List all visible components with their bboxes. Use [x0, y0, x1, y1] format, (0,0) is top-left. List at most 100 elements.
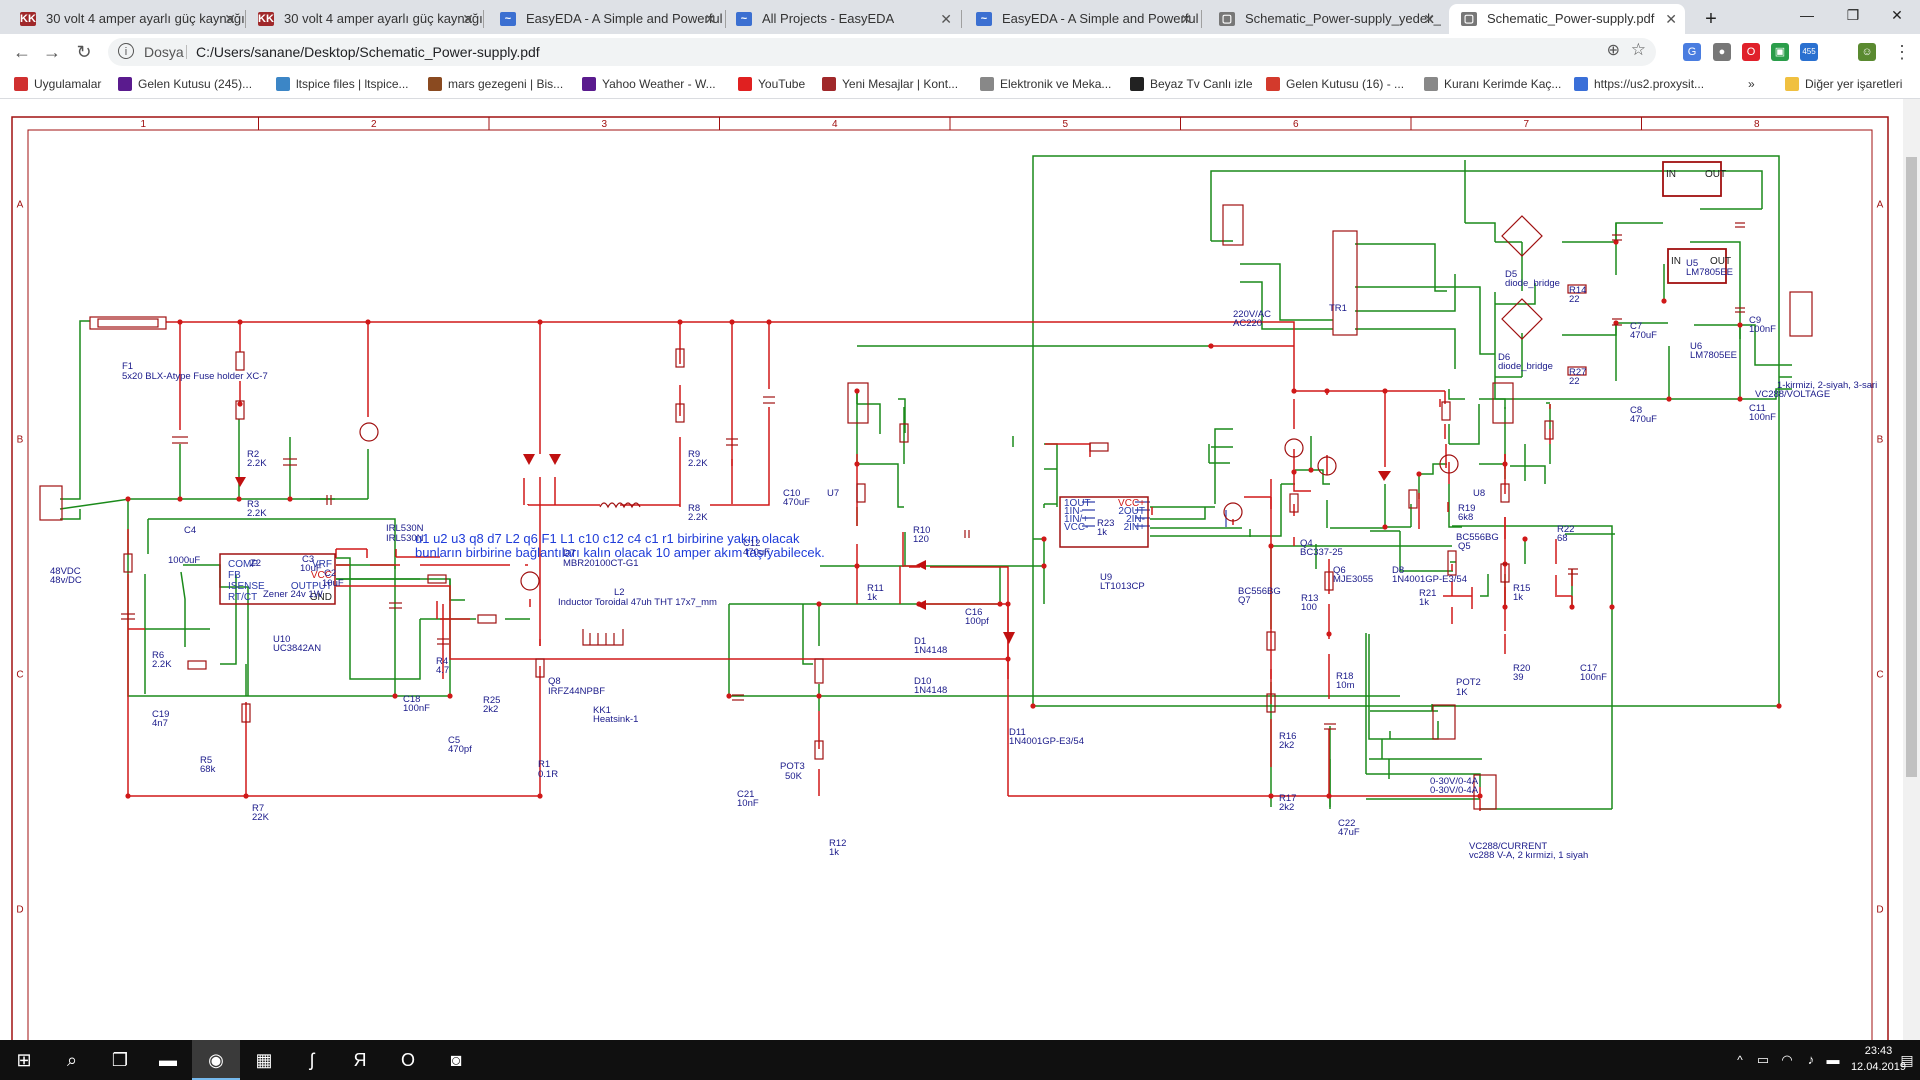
- start-icon[interactable]: ⊞: [16, 1050, 32, 1070]
- forward-button[interactable]: →: [43, 42, 61, 62]
- component-label: D7: [563, 548, 575, 559]
- new-tab-button[interactable]: +: [1705, 8, 1717, 30]
- col-label: 1: [140, 119, 146, 130]
- address-bar[interactable]: i Dosya C:/Users/sanane/Desktop/Schemati…: [108, 38, 1656, 66]
- picture-icon[interactable]: ▣: [1771, 43, 1789, 61]
- bookmark-item[interactable]: YouTube: [738, 70, 805, 98]
- component-label: 2k2: [1279, 802, 1294, 813]
- tab-close-icon[interactable]: ✕: [1665, 11, 1677, 27]
- bookmark-star-icon[interactable]: ☆: [1630, 40, 1646, 59]
- tab-7[interactable]: ▢Schematic_Power-supply.pdf✕: [1449, 4, 1685, 34]
- opera-icon[interactable]: O: [1742, 43, 1760, 61]
- maximize-button[interactable]: ❐: [1846, 7, 1860, 23]
- pin-label: RT/CT: [228, 592, 257, 603]
- tab-separator: [961, 10, 962, 28]
- translate-icon[interactable]: G: [1683, 43, 1701, 61]
- component-label: 0-30V/0-4A: [1430, 785, 1479, 796]
- clock[interactable]: 23:43 12.04.2019: [1851, 1043, 1906, 1075]
- back-button[interactable]: ←: [13, 42, 31, 62]
- component-label: 2.2K: [688, 458, 708, 469]
- component-label: 100nF: [1749, 412, 1776, 423]
- component-label: R18: [1336, 671, 1353, 682]
- bookmark-item[interactable]: ltspice files | ltspice...: [276, 70, 409, 98]
- wifi-icon[interactable]: ◠: [1781, 1052, 1793, 1067]
- scrollbar-thumb[interactable]: [1906, 157, 1917, 777]
- tab-close-icon[interactable]: ✕: [1423, 11, 1435, 27]
- bookmark-item[interactable]: Yahoo Weather - W...: [582, 70, 716, 98]
- component-label: 1-kirmizi, 2-siyah, 3-sari: [1777, 380, 1877, 391]
- tv-icon: [1130, 77, 1144, 91]
- junction-dot: [1268, 793, 1274, 799]
- notification-icon[interactable]: ▤: [1900, 1052, 1914, 1068]
- bookmarks-overflow[interactable]: »: [1748, 77, 1755, 91]
- network-icon[interactable]: ▭: [1756, 1052, 1770, 1067]
- component-label: diode_bridge: [1505, 278, 1560, 289]
- bookmark-item[interactable]: Beyaz Tv Canlı izle: [1130, 70, 1253, 98]
- other-bookmarks[interactable]: Diğer yer işaretleri: [1785, 70, 1902, 98]
- minimize-button[interactable]: —: [1800, 7, 1814, 23]
- bookmark-item[interactable]: Elektronik ve Meka...: [980, 70, 1111, 98]
- profile-icon[interactable]: ☺: [1858, 43, 1876, 61]
- bookmark-item[interactable]: Yeni Mesajlar | Kont...: [822, 70, 958, 98]
- component-label: 22: [1569, 376, 1580, 387]
- tab-4[interactable]: ~All Projects - EasyEDA✕: [724, 4, 960, 34]
- volume-icon[interactable]: ♪: [1807, 1052, 1815, 1067]
- calculator-icon[interactable]: ▦: [255, 1050, 273, 1070]
- component-label: 1N4001GP-E3/54: [1009, 736, 1084, 747]
- bookmark-item[interactable]: Kuranı Kerimde Kaç...: [1424, 70, 1561, 98]
- url-text[interactable]: C:/Users/sanane/Desktop/Schematic_Power-…: [196, 44, 540, 60]
- keyboard-icon[interactable]: ▬: [1826, 1052, 1840, 1067]
- bookmark-item[interactable]: Uygulamalar: [14, 70, 101, 98]
- component-label: R13: [1301, 593, 1318, 604]
- component-label: C9: [1749, 315, 1761, 326]
- tab-close-icon[interactable]: ✕: [224, 11, 236, 27]
- junction-dot: [236, 496, 242, 502]
- task-view-icon[interactable]: ❐: [111, 1050, 129, 1070]
- bookmark-item[interactable]: Gelen Kutusu (16) - ...: [1266, 70, 1404, 98]
- tab-5[interactable]: ~EasyEDA - A Simple and Powerful✕: [964, 4, 1200, 34]
- bookmark-item[interactable]: https://us2.proxysit...: [1574, 70, 1704, 98]
- search-icon[interactable]: ⌕: [66, 1050, 78, 1070]
- file-explorer-icon[interactable]: ▬: [159, 1050, 177, 1070]
- zoom-icon[interactable]: ⊕: [1606, 42, 1620, 59]
- close-window-button[interactable]: ✕: [1891, 7, 1903, 23]
- yandex-icon[interactable]: Я: [353, 1050, 367, 1070]
- component-label: Q6: [1333, 565, 1346, 576]
- info-icon[interactable]: i: [118, 43, 134, 59]
- tray-chevron-icon[interactable]: ^: [1737, 1053, 1743, 1067]
- bookmark-item[interactable]: Gelen Kutusu (245)...: [118, 70, 252, 98]
- app-icon[interactable]: ◙: [450, 1050, 462, 1070]
- badge-icon[interactable]: 455: [1800, 43, 1818, 61]
- reload-button[interactable]: ↻: [76, 42, 92, 62]
- component-label: R20: [1513, 663, 1530, 674]
- tab-close-icon[interactable]: ✕: [940, 11, 952, 27]
- address-separator: [186, 45, 187, 59]
- pin-label: IN: [1671, 256, 1681, 267]
- note-line-2: bunların birbirine bağlantıları kalın ol…: [415, 545, 825, 560]
- component-label: R6: [152, 650, 164, 661]
- tab-3[interactable]: ~EasyEDA - A Simple and Powerful✕: [488, 4, 724, 34]
- bookmark-label: Yahoo Weather - W...: [602, 77, 716, 91]
- tab-close-icon[interactable]: ✕: [1180, 11, 1192, 27]
- menu-icon[interactable]: ⋮: [1893, 42, 1911, 62]
- incognito-icon[interactable]: ●: [1713, 43, 1731, 61]
- junction-dot: [287, 496, 293, 502]
- tab-separator: [1201, 10, 1202, 28]
- green-wires: [59, 155, 1792, 810]
- component-label: 48VDC: [50, 566, 81, 577]
- tab-close-icon[interactable]: ✕: [704, 11, 716, 27]
- opera-icon[interactable]: O: [400, 1050, 415, 1070]
- junction-dot: [447, 693, 453, 699]
- component-label: C2: [324, 568, 336, 579]
- chrome-icon[interactable]: ◉: [192, 1040, 240, 1080]
- gmail-icon: [1266, 77, 1280, 91]
- tab-close-icon[interactable]: ✕: [462, 11, 474, 27]
- ltspice-icon[interactable]: ʃ: [310, 1050, 314, 1070]
- component-label: 100: [1301, 602, 1317, 613]
- vertical-scrollbar[interactable]: [1903, 99, 1920, 1040]
- tab-6[interactable]: ▢Schematic_Power-supply_yedek_✕: [1207, 4, 1443, 34]
- bookmark-item[interactable]: mars gezegeni | Bis...: [428, 70, 563, 98]
